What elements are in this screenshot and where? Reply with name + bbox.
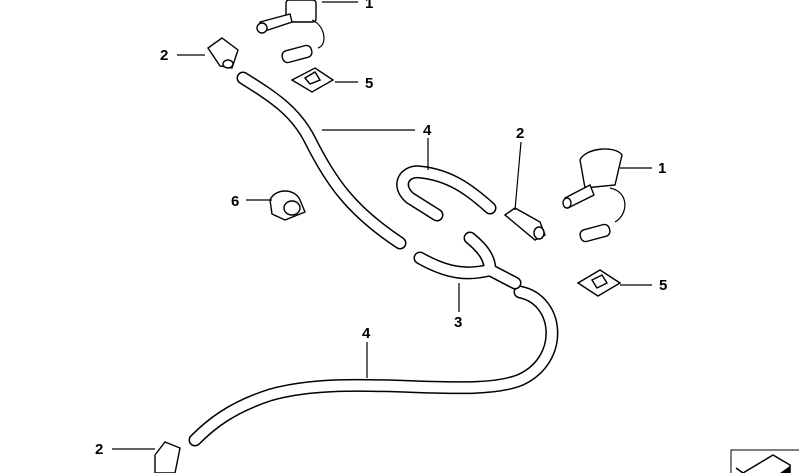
elbow-2-top bbox=[207, 37, 239, 69]
elbow-2-mid bbox=[503, 207, 546, 241]
hose-4-upper bbox=[236, 71, 407, 250]
callout-label: 4 bbox=[423, 122, 432, 139]
callout-label: 6 bbox=[231, 193, 239, 210]
callout-label: 5 bbox=[365, 75, 373, 92]
clip-5-right bbox=[576, 269, 622, 297]
callout-label: 1 bbox=[658, 160, 666, 177]
callout-label: 2 bbox=[160, 47, 168, 64]
nozzle-1-right bbox=[562, 148, 626, 243]
callout-label: 1 bbox=[365, 0, 373, 12]
part-box-icon bbox=[730, 449, 799, 473]
callout-label: 5 bbox=[659, 277, 667, 294]
elbow-2-bottom bbox=[154, 441, 181, 473]
callout-label: 3 bbox=[454, 314, 462, 331]
clip-5-top bbox=[290, 67, 335, 93]
callout-label: 4 bbox=[362, 325, 371, 342]
hose-4-u-bend bbox=[396, 165, 497, 222]
y-piece-3 bbox=[413, 231, 522, 290]
callout-label: 2 bbox=[516, 125, 524, 142]
callout-label: 2 bbox=[95, 441, 103, 458]
hose-4-lower bbox=[188, 285, 559, 447]
leader-lines bbox=[112, 1, 652, 450]
clamp-6 bbox=[269, 190, 306, 221]
nozzle-1-top bbox=[256, 0, 325, 64]
